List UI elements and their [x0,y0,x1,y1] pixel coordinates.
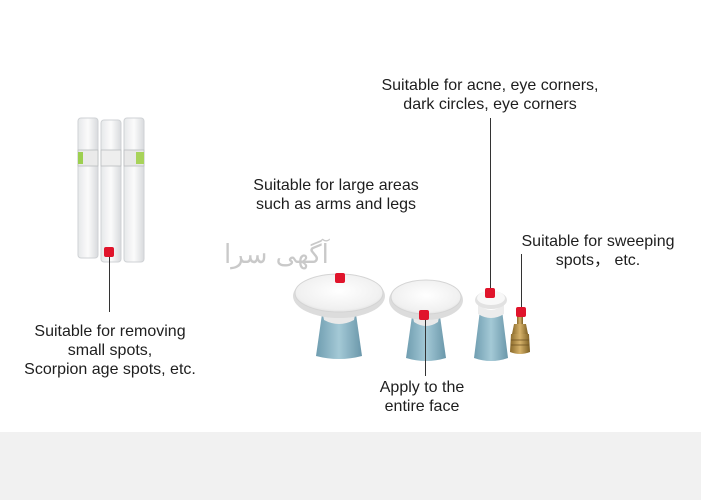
callout-face-line1: Apply to the [379,379,465,396]
callout-face-line2: entire face [384,398,460,415]
watermark-text: آگهی سرا [224,240,329,270]
callout-small-head-line1: Suitable for acne, eye corners, [381,77,599,94]
callout-sweeping-line2: spots， etc. [555,252,641,269]
face-leader-line [425,316,426,376]
callout-sweeping-line1: Suitable for sweeping [521,233,675,250]
large-head-marker [335,273,345,283]
sweeping-marker [516,307,526,317]
callout-needles-line1: Suitable for removing [34,323,186,340]
callout-face: Apply to the entire face [350,378,494,416]
callout-sweeping: Suitable for sweeping spots， etc. [498,232,698,270]
face-marker [419,310,429,320]
footer-band [0,432,701,500]
needles-marker [104,247,114,257]
small-head-illustration [474,291,508,361]
callout-large-head-line1: Suitable for large areas [253,177,419,194]
small-head-leader-line [490,118,491,292]
callout-small-head: Suitable for acne, eye corners, dark cir… [350,76,630,114]
callout-needles-line2: small spots, [67,342,153,359]
callout-large-head-line2: such as arms and legs [255,196,417,213]
callout-large-head: Suitable for large areas such as arms an… [226,176,446,214]
needle-tubes-illustration [77,117,145,263]
callout-needles: Suitable for removing small spots, Scorp… [0,322,220,379]
needle-tube-1 [77,117,99,259]
small-head-marker [485,288,495,298]
sweeping-nozzle-illustration [510,314,530,354]
callout-needles-line3: Scorpion age spots, etc. [24,361,196,378]
face-head-illustration [389,279,463,361]
callout-small-head-line2: dark circles, eye corners [403,96,577,113]
needle-tube-2 [100,119,122,263]
sweeping-leader-line [521,254,522,312]
large-head-illustration [293,273,385,359]
needle-tube-3 [123,117,145,263]
needles-leader-line [109,252,110,312]
